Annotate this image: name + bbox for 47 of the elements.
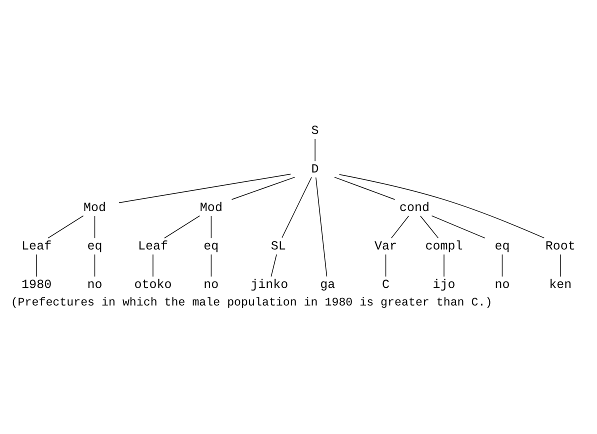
node-text: jinko [250,277,288,292]
node-text: SL [270,238,286,253]
caption: (Prefectures in which the male population in 1980 is greater than C.) [10,296,492,310]
connector [282,176,312,238]
connector [502,254,503,276]
node-text: no [87,277,102,292]
node-text: eq [204,238,219,253]
node-text: no [204,277,219,292]
node-text: Root [545,238,576,253]
node-text: D [311,162,319,176]
connector [270,254,277,276]
connector [314,138,316,161]
connector [431,214,486,238]
node-text: ga [320,277,336,292]
connector [164,214,200,238]
node-text: Var [374,238,398,253]
node-text: eq [87,238,102,253]
node-text: compl [425,238,463,253]
connector [391,215,410,238]
node-text: ijo [432,277,456,292]
connector [118,173,291,203]
node-text: no [494,277,510,292]
connector [316,176,328,276]
connector [94,254,96,276]
node-text: C [382,277,390,292]
connector [420,215,439,238]
connector [48,214,84,238]
node-text: otoko [134,277,172,292]
connector [210,254,212,276]
connector [334,176,396,200]
connector [560,254,561,276]
connector [94,215,96,238]
node-text: Leaf [22,238,52,253]
connector [385,254,386,276]
connector [231,176,296,200]
connector [210,215,212,238]
node-text: Mod [84,200,106,214]
connector [339,174,544,238]
node-text: ken [549,277,572,292]
node-text: S [311,123,319,138]
node-text: Mod [200,200,222,214]
node-text: 1980 [22,277,52,292]
node-text: cond [399,200,430,214]
node-text: Leaf [138,238,168,253]
connector [36,254,37,276]
node-text: eq [494,238,510,253]
connector [152,254,154,276]
